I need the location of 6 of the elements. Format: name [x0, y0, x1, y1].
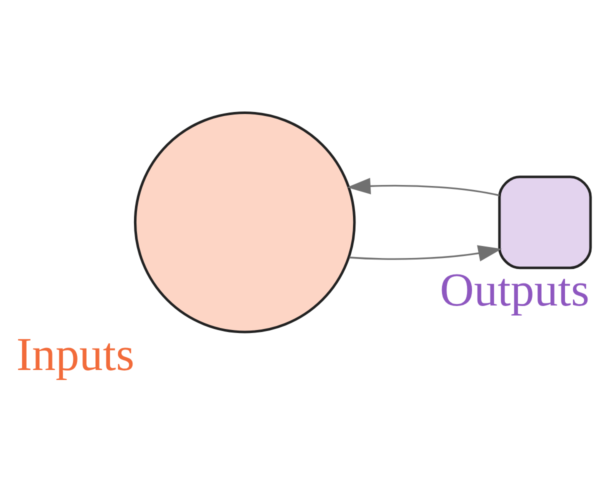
- node-label: Inputs: [16, 328, 134, 380]
- arrow: [346, 177, 500, 196]
- arrow: [349, 244, 502, 261]
- node-circle: [134, 110, 356, 333]
- node-box: [498, 175, 592, 269]
- node-label: Outputs: [440, 264, 590, 316]
